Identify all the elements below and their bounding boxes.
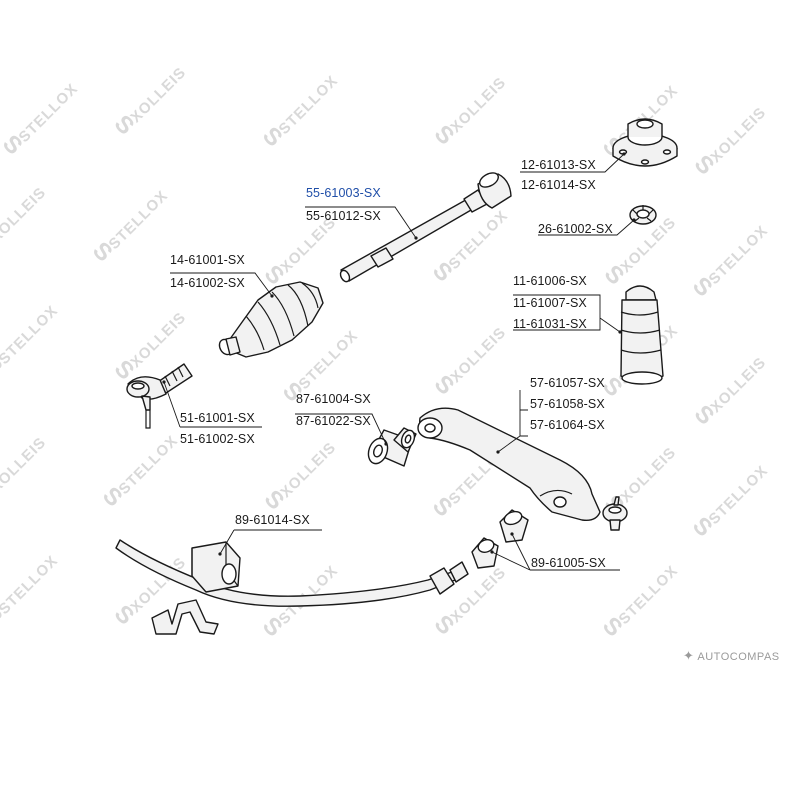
- part-label: 55-61012-SX: [306, 209, 381, 223]
- tie-rod-axial-part: [339, 172, 512, 283]
- part-label: 89-61005-SX: [531, 556, 606, 570]
- part-label: 51-61001-SX: [180, 411, 255, 425]
- compass-star-icon: ✦: [683, 648, 695, 663]
- part-label: 11-61006-SX: [513, 274, 587, 288]
- part-label: 57-61064-SX: [530, 418, 605, 432]
- stabilizer-link-bushing-part: [471, 509, 529, 569]
- bump-stop-part: [629, 205, 657, 225]
- stabilizer-bar-part: [115, 539, 469, 635]
- part-label: 57-61058-SX: [530, 397, 605, 411]
- part-label: 14-61002-SX: [170, 276, 245, 290]
- part-label: 51-61002-SX: [180, 432, 255, 446]
- tie-rod-end-part: [126, 363, 193, 429]
- part-label: 57-61057-SX: [530, 376, 605, 390]
- control-arm-part: [417, 407, 628, 531]
- part-label-highlighted: 55-61003-SX: [306, 186, 381, 200]
- part-label: 12-61014-SX: [521, 178, 596, 192]
- part-label: 89-61014-SX: [235, 513, 310, 527]
- part-label: 11-61007-SX: [513, 296, 587, 310]
- part-label: 11-61031-SX: [513, 317, 587, 331]
- strut-mount-part: [612, 118, 678, 167]
- part-label: 12-61013-SX: [521, 158, 596, 172]
- brand-mark: ✦AUTOCOMPAS: [683, 648, 780, 664]
- part-label: 87-61022-SX: [296, 414, 371, 428]
- part-label: 87-61004-SX: [296, 392, 371, 406]
- dust-cover-part: [620, 285, 664, 385]
- leader-lines: [162, 152, 636, 571]
- arm-bushing-part: [367, 427, 417, 467]
- steering-boot-part: [218, 281, 324, 358]
- brand-text: AUTOCOMPAS: [697, 651, 780, 663]
- part-label: 14-61001-SX: [170, 253, 245, 267]
- part-label: 26-61002-SX: [538, 222, 613, 236]
